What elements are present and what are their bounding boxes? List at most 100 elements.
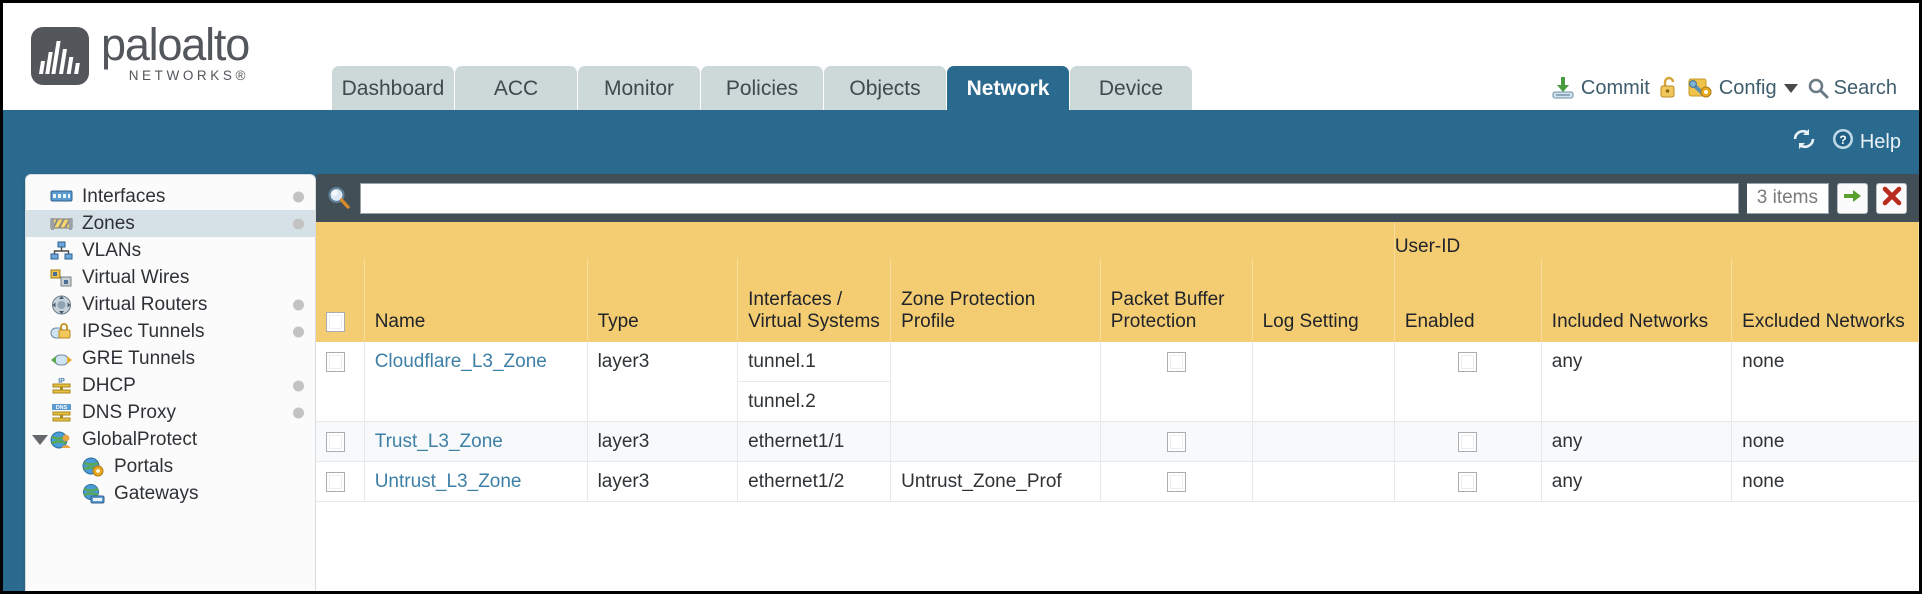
gre-tunnels-icon xyxy=(50,349,73,369)
sidebar-item-interfaces[interactable]: Interfaces xyxy=(26,183,315,210)
globalprotect-icon xyxy=(50,430,73,450)
search-icon xyxy=(1807,77,1829,99)
col-header-name[interactable]: Name xyxy=(364,258,588,342)
config-label: Config xyxy=(1718,76,1777,99)
sidebar-item-portals[interactable]: Portals xyxy=(26,453,315,480)
cell-included-networks: any xyxy=(1541,342,1733,422)
tree-expand-caret-icon[interactable] xyxy=(32,434,48,445)
refresh-icon[interactable] xyxy=(1791,127,1817,157)
clear-filter-button[interactable] xyxy=(1876,182,1907,214)
row-checkbox[interactable] xyxy=(326,351,345,372)
col-header-userid-enabled[interactable]: Enabled xyxy=(1394,258,1542,342)
status-dot xyxy=(293,218,304,229)
col-header-interfaces[interactable]: Interfaces / Virtual Systems xyxy=(737,258,892,342)
help-question-icon: ? xyxy=(1831,127,1855,157)
config-gear-icon xyxy=(1688,76,1714,100)
commit-button[interactable]: Commit xyxy=(1550,76,1650,100)
table-row[interactable]: Trust_L3_Zone layer3 ethernet1/1 xyxy=(316,421,1919,462)
tab-network[interactable]: Network xyxy=(947,66,1069,110)
cell-included-networks: any xyxy=(1541,421,1733,462)
tab-dashboard[interactable]: Dashboard xyxy=(332,66,454,110)
top-bar: paloalto NETWORKS® Dashboard ACC Monitor… xyxy=(3,3,1919,110)
table-header-row: Name Type Interfaces / Virtual Systems Z… xyxy=(316,258,1919,342)
tab-device[interactable]: Device xyxy=(1070,66,1192,110)
sidebar-item-label: Interfaces xyxy=(82,185,166,207)
sidebar-item-vlans[interactable]: VLANs xyxy=(26,237,315,264)
search-input[interactable] xyxy=(360,182,1739,214)
brand-subwordmark: NETWORKS® xyxy=(128,68,250,83)
cell-packet-buffer-protection xyxy=(1100,421,1253,462)
col-header-zone-protection-profile[interactable]: Zone Protection Profile xyxy=(890,258,1101,342)
select-all-header xyxy=(316,258,365,342)
sidebar-item-zones[interactable]: Zones xyxy=(26,210,315,237)
main-nav-tabs: Dashboard ACC Monitor Policies Objects N… xyxy=(332,66,1192,110)
chevron-down-icon[interactable] xyxy=(1783,83,1798,93)
config-lock-button[interactable] xyxy=(1659,76,1679,100)
green-arrow-apply-filter-icon xyxy=(1842,186,1864,211)
network-sidebar: Interfaces Zones xyxy=(25,174,316,591)
cell-name: Cloudflare_L3_Zone xyxy=(364,342,588,422)
sidebar-item-virtual-routers[interactable]: Virtual Routers xyxy=(26,291,315,318)
interface-list: ethernet1/1 xyxy=(738,422,890,461)
packet-buffer-protection-checkbox[interactable] xyxy=(1166,431,1186,452)
cell-name: Trust_L3_Zone xyxy=(364,421,588,462)
tab-objects[interactable]: Objects xyxy=(824,66,946,110)
zones-icon xyxy=(50,214,73,234)
tab-policies[interactable]: Policies xyxy=(701,66,823,110)
secondary-blue-band: ? Help xyxy=(3,110,1919,174)
cell-userid-enabled xyxy=(1394,461,1542,502)
help-button[interactable]: ? Help xyxy=(1831,127,1901,157)
zones-table-body: Cloudflare_L3_Zone layer3 tunnel.1 tunne… xyxy=(316,342,1919,502)
col-header-packet-buffer-protection[interactable]: Packet Buffer Protection xyxy=(1100,258,1253,342)
config-menu-button[interactable]: Config xyxy=(1688,76,1798,100)
blue-band-actions: ? Help xyxy=(1791,127,1901,157)
sidebar-item-dns-proxy[interactable]: DNS DNS Proxy xyxy=(26,399,315,426)
packet-buffer-protection-checkbox[interactable] xyxy=(1166,471,1186,492)
zones-table: User-ID Name Type Interfaces / Virtual S… xyxy=(316,222,1919,502)
interfaces-icon xyxy=(50,187,73,207)
sidebar-item-gateways[interactable]: Gateways xyxy=(26,480,315,507)
status-dot xyxy=(293,191,304,202)
sidebar-item-gre-tunnels[interactable]: GRE Tunnels xyxy=(26,345,315,372)
select-all-checkbox[interactable] xyxy=(326,311,345,332)
col-header-included-networks[interactable]: Included Networks xyxy=(1541,258,1733,342)
userid-enabled-checkbox[interactable] xyxy=(1458,351,1478,372)
sidebar-item-globalprotect[interactable]: GlobalProtect xyxy=(26,426,315,453)
col-header-type[interactable]: Type xyxy=(587,258,739,342)
cell-interfaces: ethernet1/1 xyxy=(737,421,892,462)
row-checkbox[interactable] xyxy=(326,431,345,452)
zone-name-link[interactable]: Trust_L3_Zone xyxy=(374,431,503,452)
col-header-excluded-networks[interactable]: Excluded Networks xyxy=(1731,258,1919,342)
cell-excluded-networks: none xyxy=(1731,342,1919,422)
tab-monitor[interactable]: Monitor xyxy=(578,66,700,110)
sidebar-item-dhcp[interactable]: IP DHCP xyxy=(26,372,315,399)
dns-proxy-icon: DNS xyxy=(50,403,73,423)
tab-acc[interactable]: ACC xyxy=(455,66,577,110)
userid-enabled-checkbox[interactable] xyxy=(1458,431,1478,452)
sidebar-item-label: GRE Tunnels xyxy=(82,347,195,369)
search-label: Search xyxy=(1833,76,1897,99)
table-row[interactable]: Untrust_L3_Zone layer3 ethernet1/2 Untru… xyxy=(316,461,1919,502)
col-header-log-setting[interactable]: Log Setting xyxy=(1252,258,1395,342)
interface-item: ethernet1/1 xyxy=(748,431,845,452)
commit-icon xyxy=(1550,76,1576,100)
sidebar-item-label: Virtual Wires xyxy=(82,266,190,288)
sidebar-item-label: VLANs xyxy=(82,239,142,261)
status-dot xyxy=(293,299,304,310)
zone-name-link[interactable]: Untrust_L3_Zone xyxy=(374,471,522,492)
apply-filter-button[interactable] xyxy=(1837,182,1868,214)
search-button[interactable]: Search xyxy=(1807,77,1897,100)
portals-icon xyxy=(82,457,105,477)
sidebar-item-label: IPSec Tunnels xyxy=(82,320,205,342)
sidebar-item-ipsec-tunnels[interactable]: IPSec Tunnels xyxy=(26,318,315,345)
userid-enabled-checkbox[interactable] xyxy=(1458,471,1478,492)
cell-type: layer3 xyxy=(587,342,739,422)
cell-log-setting xyxy=(1252,342,1395,422)
interface-list: ethernet1/2 xyxy=(738,462,890,501)
table-row[interactable]: Cloudflare_L3_Zone layer3 tunnel.1 tunne… xyxy=(316,342,1919,422)
packet-buffer-protection-checkbox[interactable] xyxy=(1166,351,1186,372)
sidebar-item-virtual-wires[interactable]: Virtual Wires xyxy=(26,264,315,291)
row-checkbox[interactable] xyxy=(326,471,345,492)
zone-name-link[interactable]: Cloudflare_L3_Zone xyxy=(374,351,547,372)
